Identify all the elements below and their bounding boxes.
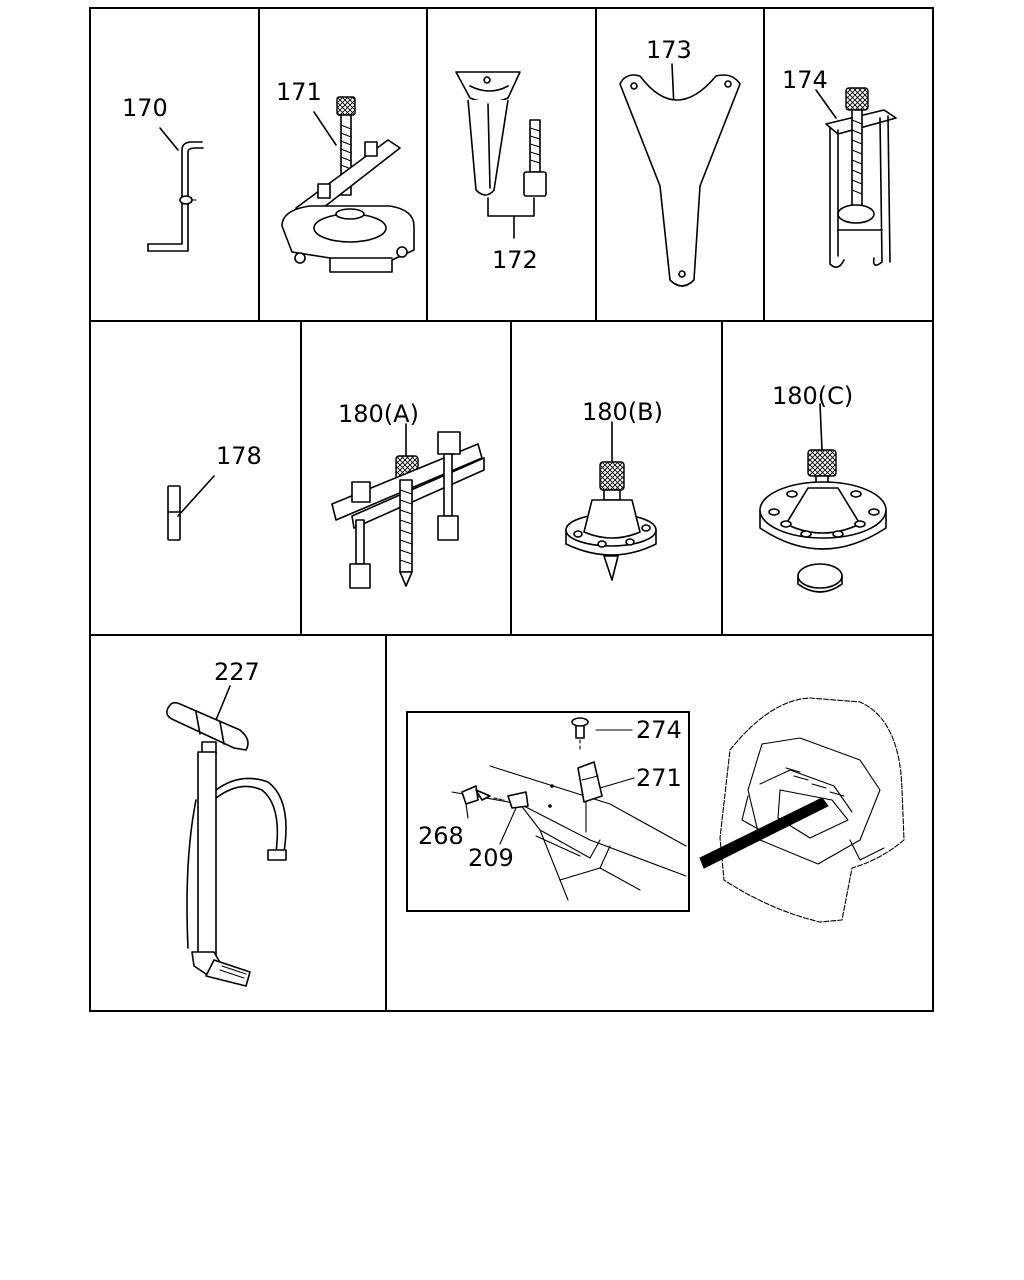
part-label-171: 171 [276,78,322,106]
part-171-drawing [281,96,415,273]
part-label-227: 227 [214,658,260,686]
part-label-180b: 180(B) [582,398,663,426]
part-172-drawing [455,71,547,239]
part-178-drawing [167,475,215,541]
part-180a-drawing [331,423,485,589]
part-label-170: 170 [122,94,168,122]
part-173-drawing [619,63,741,287]
part-label-172: 172 [492,246,538,274]
part-227-drawing [166,685,287,987]
part-label-274: 274 [636,716,682,744]
part-label-268: 268 [418,822,464,850]
part-label-174: 174 [782,66,828,94]
part-label-178: 178 [216,442,262,470]
part-label-180c: 180(C) [772,382,853,410]
cab-overview [699,697,905,923]
part-label-271: 271 [636,764,682,792]
grid-frame [89,7,934,1012]
part-180c-drawing [759,403,887,593]
part-label-173: 173 [646,36,692,64]
part-label-180a: 180(A) [338,400,419,428]
part-170-drawing [147,127,204,252]
part-174-drawing [815,87,897,268]
part-180b-drawing [565,421,657,581]
part-label-209: 209 [468,844,514,872]
detail-inset [406,711,690,912]
